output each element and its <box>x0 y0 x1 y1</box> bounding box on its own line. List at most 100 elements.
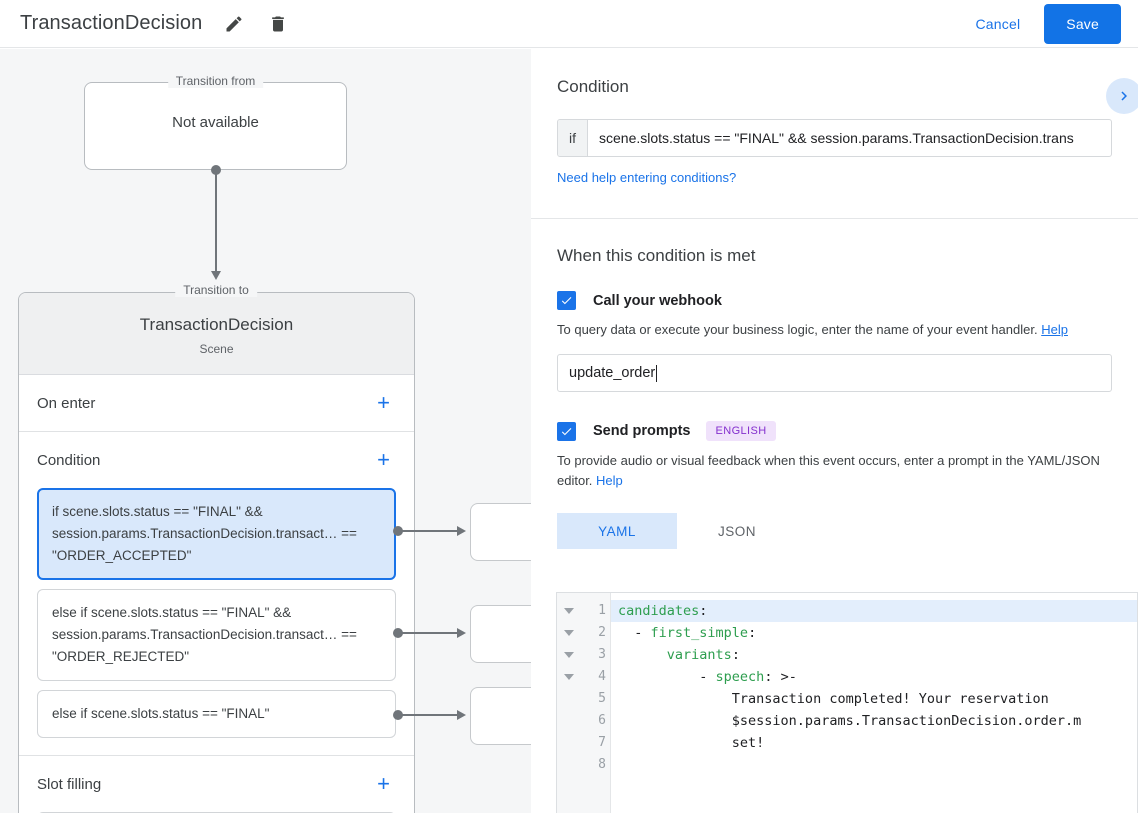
webhook-handler-value: update_order <box>569 365 656 381</box>
webhook-description: To query data or execute your business l… <box>557 320 1112 340</box>
condition-section-title: Condition <box>557 77 629 96</box>
code-line: candidates: <box>611 600 1137 622</box>
edge-condition-2 <box>393 628 473 638</box>
app-header: TransactionDecision Cancel Save <box>0 0 1138 48</box>
code-line: - speech: >- <box>618 669 797 685</box>
scene-card-header: TransactionDecision Scene <box>19 293 414 375</box>
connector-line <box>215 170 217 275</box>
trash-icon-glyph <box>272 16 285 31</box>
connector-arrowhead <box>211 271 221 280</box>
edge-arrowhead <box>457 526 466 536</box>
code-line: set! <box>618 735 765 751</box>
line-number: 7 <box>598 735 606 750</box>
editor-fold-column <box>557 593 584 813</box>
scene-name: TransactionDecision <box>139 315 294 334</box>
code-line <box>611 754 1137 776</box>
fold-arrow-line-1[interactable] <box>564 608 574 614</box>
webhook-handler-input[interactable]: update_order <box>557 354 1112 392</box>
section-condition: Condition + if scene.slots.status == "FI… <box>19 432 414 756</box>
call-webhook-label: Call your webhook <box>593 292 722 309</box>
transition-from-legend: Transition from <box>167 74 264 88</box>
edge-line <box>398 530 464 532</box>
edge-condition-1 <box>393 526 473 536</box>
edge-condition-3 <box>393 710 473 720</box>
cancel-button[interactable]: Cancel <box>962 8 1035 40</box>
pencil-icon-glyph <box>226 15 242 31</box>
code-line: - first_simple: <box>618 625 757 641</box>
chevron-right-icon[interactable] <box>1106 78 1138 114</box>
editor-format-tabs: YAML JSON <box>557 513 1112 549</box>
section-on-enter-label: On enter <box>37 394 96 412</box>
line-number: 2 <box>598 625 606 640</box>
language-badge: ENGLISH <box>706 421 776 441</box>
line-number: 5 <box>598 691 606 706</box>
transition-from-value: Not available <box>172 114 259 131</box>
code-line: Transaction completed! Your reservation <box>618 691 1049 707</box>
condition-expression-input[interactable]: scene.slots.status == "FINAL" && session… <box>599 130 1074 146</box>
line-number: 3 <box>598 647 606 662</box>
call-webhook-checkbox[interactable] <box>557 291 576 310</box>
transition-from-card: Transition from Not available <box>84 74 347 170</box>
prompts-help-link[interactable]: Help <box>596 473 623 488</box>
fold-arrow-line-4[interactable] <box>564 674 574 680</box>
add-on-enter-button[interactable]: + <box>371 388 396 418</box>
condition-list: if scene.slots.status == "FINAL" && sess… <box>37 488 396 755</box>
add-condition-button[interactable]: + <box>371 445 396 475</box>
tab-yaml[interactable]: YAML <box>557 513 677 549</box>
condition-if-row[interactable]: if scene.slots.status == "FINAL" && sess… <box>557 119 1112 157</box>
call-webhook-row[interactable]: Call your webhook <box>557 291 1112 310</box>
when-met-title: When this condition is met <box>557 246 756 265</box>
condition-item-final[interactable]: else if scene.slots.status == "FINAL" <box>37 690 396 738</box>
chevron-right-icon-glyph <box>1121 91 1127 101</box>
tab-json[interactable]: JSON <box>717 523 756 539</box>
condition-item-accepted[interactable]: if scene.slots.status == "FINAL" && sess… <box>37 488 396 580</box>
send-prompts-label: Send prompts <box>593 423 691 439</box>
check-icon <box>561 297 572 305</box>
webhook-help-link[interactable]: Help <box>1041 322 1068 337</box>
editor-code-area[interactable]: candidates: - first_simple: variants: - … <box>611 593 1137 813</box>
condition-section: Condition if scene.slots.status == "FINA… <box>531 49 1138 219</box>
add-slot-filling-button[interactable]: + <box>371 769 396 799</box>
prompts-description: To provide audio or visual feedback when… <box>557 451 1112 491</box>
section-condition-label: Condition <box>37 451 101 469</box>
section-slot-filling-label: Slot filling <box>37 775 102 793</box>
check-icon <box>561 427 572 435</box>
need-help-link[interactable]: Need help entering conditions? <box>557 170 737 185</box>
target-node-3[interactable] <box>470 687 531 745</box>
condition-item-rejected[interactable]: else if scene.slots.status == "FINAL" &&… <box>37 589 396 681</box>
transition-to-legend: Transition to <box>175 283 257 297</box>
section-slot-filling: Slot filling + Slot validation <box>19 756 414 813</box>
edge-line <box>398 632 464 634</box>
code-line: variants: <box>666 647 740 663</box>
when-condition-met-section: When this condition is met Call your web… <box>531 219 1138 549</box>
yaml-editor[interactable]: 1 2 3 4 5 6 7 8 candidates: - first_simp… <box>556 592 1138 813</box>
line-number: 6 <box>598 713 606 728</box>
edge-arrowhead <box>457 628 466 638</box>
transition-to-card: TransactionDecision Scene On enter + Con… <box>18 292 415 813</box>
target-node-2[interactable] <box>470 605 531 663</box>
line-number: 1 <box>598 603 606 618</box>
target-node-1[interactable] <box>470 503 531 561</box>
section-on-enter: On enter + <box>19 375 414 432</box>
scene-type: Scene <box>199 342 234 356</box>
send-prompts-row[interactable]: Send prompts ENGLISH <box>557 421 1112 441</box>
condition-detail-panel: Condition if scene.slots.status == "FINA… <box>531 49 1138 813</box>
prompts-description-text: To provide audio or visual feedback when… <box>557 453 1100 488</box>
webhook-description-text: To query data or execute your business l… <box>557 322 1038 337</box>
code-line: $session.params.TransactionDecision.orde… <box>618 713 1082 729</box>
line-number: 8 <box>598 757 606 772</box>
fold-arrow-line-3[interactable] <box>564 652 574 658</box>
transition-connector <box>211 165 221 285</box>
editor-line-numbers: 1 2 3 4 5 6 7 8 <box>584 593 611 813</box>
trash-icon[interactable] <box>262 8 294 40</box>
fold-arrow-line-2[interactable] <box>564 630 574 636</box>
if-label: if <box>558 120 588 156</box>
scene-graph-canvas[interactable]: Transition from Not available Transition… <box>0 49 531 813</box>
send-prompts-checkbox[interactable] <box>557 421 576 441</box>
save-button[interactable]: Save <box>1044 3 1121 44</box>
pencil-icon[interactable] <box>218 8 250 40</box>
edge-arrowhead <box>457 710 466 720</box>
edge-line <box>398 714 464 716</box>
text-caret <box>656 364 658 382</box>
line-number: 4 <box>598 669 606 684</box>
